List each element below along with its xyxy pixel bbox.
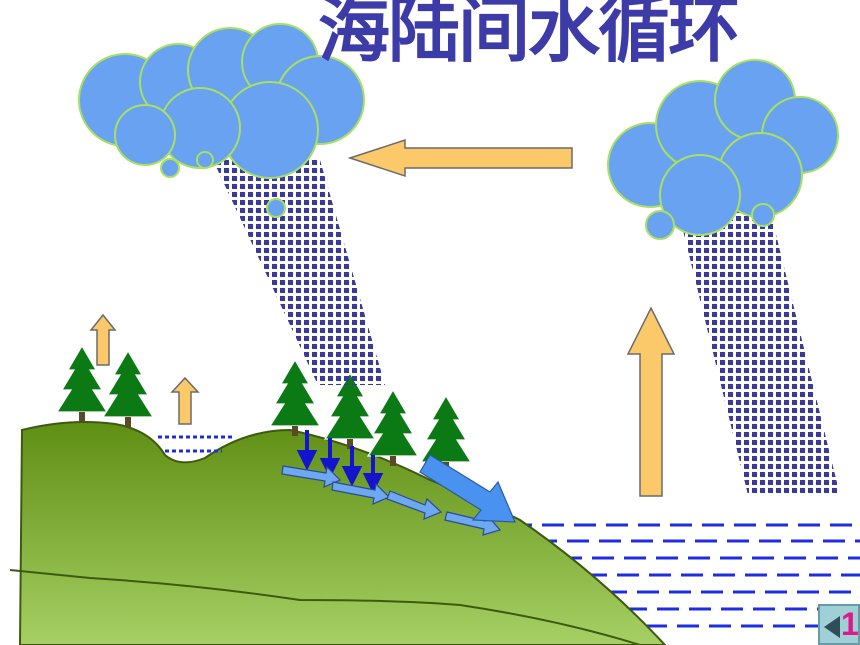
page-number: 1 bbox=[841, 606, 859, 642]
tree-icon bbox=[367, 389, 419, 467]
cloud-right bbox=[607, 59, 839, 240]
groundwater-flow-arrows bbox=[281, 465, 502, 536]
tree-icon bbox=[102, 350, 154, 428]
runoff-arrow bbox=[419, 454, 516, 523]
back-arrow-icon bbox=[824, 616, 840, 638]
previous-page-button[interactable]: 1 bbox=[818, 604, 860, 645]
cloud-left bbox=[78, 23, 365, 218]
rock-layer-line bbox=[9, 569, 641, 645]
transpiration-arrows bbox=[89, 313, 200, 425]
infiltration-arrows bbox=[296, 430, 384, 494]
up-arrow-icon bbox=[170, 376, 200, 425]
inland-lake bbox=[158, 435, 234, 453]
sea-evaporation-arrow bbox=[626, 306, 676, 497]
up-arrow-icon bbox=[89, 313, 117, 366]
page-title: 海陆间水循环 bbox=[318, 0, 740, 72]
land bbox=[18, 421, 667, 645]
rain-right bbox=[678, 210, 840, 495]
rain-left bbox=[213, 160, 385, 385]
vapor-transport-arrow bbox=[347, 138, 573, 178]
